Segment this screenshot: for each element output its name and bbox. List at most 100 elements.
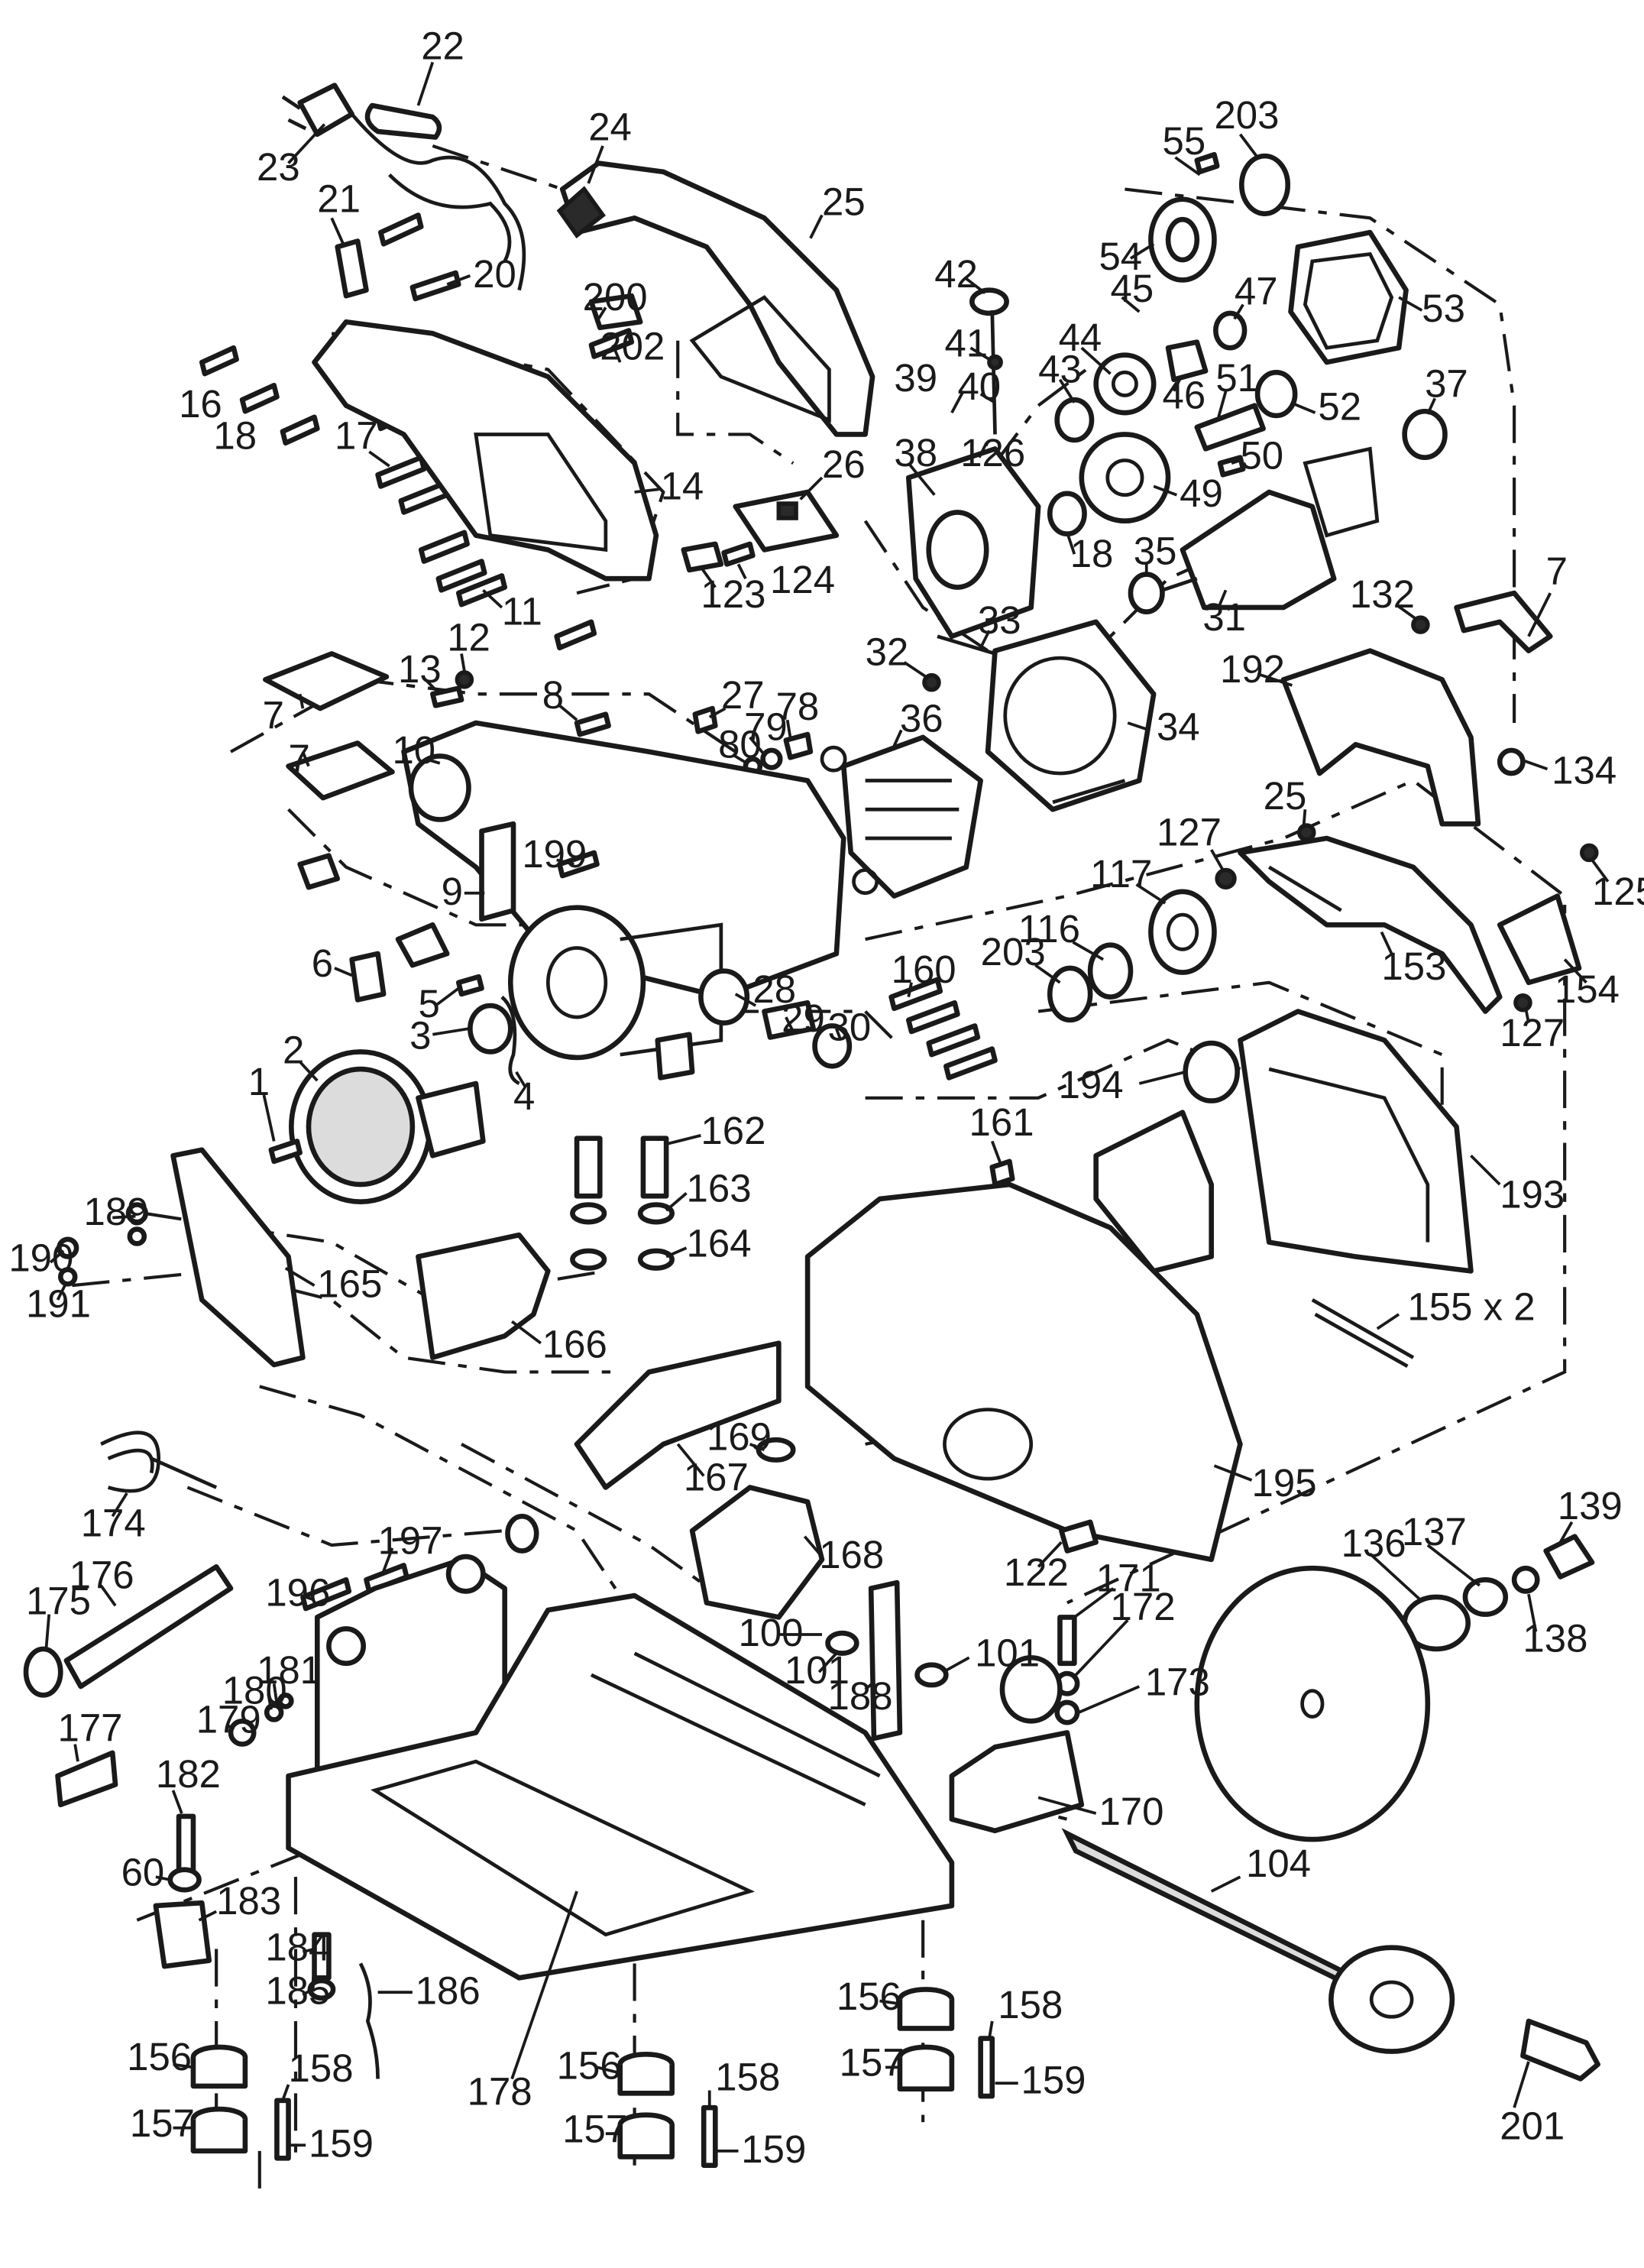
label-3: 3 bbox=[409, 1014, 431, 1058]
label-13: 13 bbox=[398, 647, 442, 691]
label-21: 21 bbox=[317, 177, 361, 221]
label-134: 134 bbox=[1552, 748, 1616, 792]
label-127: 127 bbox=[1157, 810, 1222, 854]
parts bbox=[23, 83, 1600, 2169]
label-160: 160 bbox=[892, 948, 956, 991]
label-22: 22 bbox=[421, 24, 464, 68]
label-159: 159 bbox=[741, 2127, 806, 2171]
label-26: 26 bbox=[822, 442, 866, 486]
label-162: 162 bbox=[701, 1109, 765, 1152]
label-200: 200 bbox=[583, 275, 648, 319]
label-171: 171 bbox=[1096, 1556, 1161, 1599]
label-197: 197 bbox=[378, 1518, 443, 1562]
label-127: 127 bbox=[1500, 1011, 1565, 1055]
label-35: 35 bbox=[1134, 529, 1177, 572]
label-154: 154 bbox=[1555, 967, 1620, 1011]
label-101: 101 bbox=[975, 1631, 1040, 1675]
label-159: 159 bbox=[1021, 2058, 1086, 2101]
label-32: 32 bbox=[866, 630, 909, 673]
label-136: 136 bbox=[1341, 1521, 1406, 1565]
label-168: 168 bbox=[819, 1533, 884, 1576]
label-100: 100 bbox=[739, 1611, 804, 1654]
label-163: 163 bbox=[687, 1167, 752, 1210]
label-33: 33 bbox=[978, 598, 1021, 642]
label-156: 156 bbox=[837, 1975, 901, 2018]
label-36: 36 bbox=[900, 696, 943, 740]
label-123: 123 bbox=[701, 572, 765, 616]
label-78: 78 bbox=[776, 685, 820, 728]
label-184: 184 bbox=[265, 1926, 330, 1969]
label-45: 45 bbox=[1111, 267, 1154, 310]
label-164: 164 bbox=[687, 1221, 752, 1265]
label-7: 7 bbox=[289, 737, 310, 780]
label-203: 203 bbox=[981, 930, 1046, 974]
label-7: 7 bbox=[1546, 549, 1568, 593]
label-34: 34 bbox=[1157, 705, 1200, 749]
label-51: 51 bbox=[1215, 356, 1259, 400]
label-2: 2 bbox=[283, 1029, 304, 1072]
label-186: 186 bbox=[416, 1968, 481, 2012]
label-9: 9 bbox=[442, 870, 463, 913]
label-157: 157 bbox=[562, 2108, 627, 2151]
label-139: 139 bbox=[1558, 1484, 1623, 1528]
label-153: 153 bbox=[1381, 944, 1446, 988]
label-17: 17 bbox=[335, 413, 378, 457]
part-labels: 22 23 24 25 21 20 200 202 16 18 17 14 11… bbox=[8, 24, 1644, 2171]
label-195: 195 bbox=[1252, 1461, 1317, 1505]
label-116: 116 bbox=[1018, 907, 1080, 951]
label-181: 181 bbox=[257, 1648, 322, 1692]
label-46: 46 bbox=[1163, 373, 1206, 416]
label-25: 25 bbox=[1264, 774, 1307, 818]
label-18: 18 bbox=[213, 413, 257, 457]
label-44: 44 bbox=[1059, 316, 1102, 359]
label-43: 43 bbox=[1038, 347, 1082, 390]
label-125: 125 bbox=[1592, 870, 1644, 913]
label-38: 38 bbox=[894, 431, 937, 475]
label-137: 137 bbox=[1402, 1510, 1467, 1554]
label-5: 5 bbox=[418, 982, 439, 1025]
label-156: 156 bbox=[127, 2035, 192, 2078]
label-41: 41 bbox=[944, 322, 988, 365]
label-79: 79 bbox=[744, 705, 788, 749]
label-20: 20 bbox=[473, 252, 516, 296]
label-161: 161 bbox=[969, 1100, 1034, 1144]
label-47: 47 bbox=[1235, 270, 1278, 313]
label-173: 173 bbox=[1145, 1660, 1210, 1703]
label-138: 138 bbox=[1523, 1617, 1587, 1661]
label-174: 174 bbox=[81, 1502, 146, 1545]
label-42: 42 bbox=[934, 252, 978, 296]
label-4: 4 bbox=[513, 1074, 535, 1118]
label-170: 170 bbox=[1099, 1790, 1163, 1833]
label-28: 28 bbox=[752, 967, 796, 1011]
label-201: 201 bbox=[1500, 2104, 1565, 2148]
label-40: 40 bbox=[957, 364, 1001, 408]
label-157: 157 bbox=[130, 2101, 195, 2145]
label-27: 27 bbox=[721, 673, 765, 717]
label-53: 53 bbox=[1422, 287, 1465, 330]
label-132: 132 bbox=[1350, 572, 1415, 616]
label-11: 11 bbox=[502, 590, 542, 633]
label-167: 167 bbox=[684, 1455, 749, 1498]
label-159: 159 bbox=[309, 2121, 374, 2165]
label-196: 196 bbox=[265, 1570, 330, 1614]
label-37: 37 bbox=[1425, 361, 1468, 405]
label-60: 60 bbox=[121, 1851, 165, 1894]
label-158: 158 bbox=[715, 2056, 780, 2099]
label-117: 117 bbox=[1090, 852, 1152, 896]
label-177: 177 bbox=[58, 1706, 123, 1750]
label-55: 55 bbox=[1163, 119, 1206, 163]
label-158: 158 bbox=[289, 2046, 354, 2090]
label-8: 8 bbox=[542, 673, 564, 717]
label-126: 126 bbox=[960, 431, 1025, 475]
label-202: 202 bbox=[600, 324, 665, 368]
label-194: 194 bbox=[1059, 1063, 1124, 1106]
label-23: 23 bbox=[257, 145, 300, 189]
label-14: 14 bbox=[661, 464, 704, 507]
label-16: 16 bbox=[179, 382, 222, 426]
label-176: 176 bbox=[70, 1554, 134, 1597]
label-156: 156 bbox=[557, 2043, 622, 2087]
label-124: 124 bbox=[770, 558, 835, 601]
feet bbox=[190, 1987, 995, 2169]
label-31: 31 bbox=[1202, 595, 1246, 639]
